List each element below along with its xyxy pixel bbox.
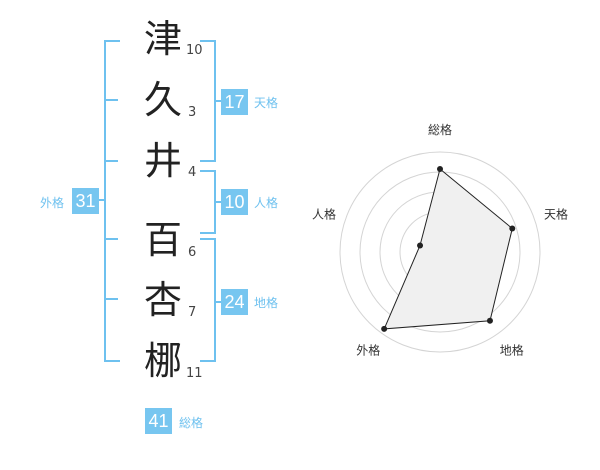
radar-axis-label-1: 総格 (428, 122, 452, 137)
tenkaku-value-badge: 17 (221, 89, 248, 115)
name-char-1: 津 (143, 17, 182, 61)
radar-axis-label-5: 人格 (312, 206, 336, 221)
tenkaku-label: 天格 (254, 96, 279, 110)
name-char-4: 百 (143, 218, 182, 262)
chikaku-value-badge: 24 (221, 289, 248, 315)
bracket-tick (106, 99, 118, 101)
name-char-6: 梛 (143, 339, 182, 383)
gaikaku-value-badge: 31 (72, 188, 99, 214)
gaikaku-bracket (104, 40, 120, 362)
radar-point-5 (417, 242, 424, 249)
bracket-connector (214, 201, 222, 203)
radar-point-3 (486, 317, 493, 324)
radar-ring (339, 151, 541, 353)
soukaku-label: 総格 (179, 416, 204, 430)
stroke-count-6: 11 (186, 366, 203, 381)
radar-axis-label-4: 外格 (356, 343, 380, 358)
radar-axis-label-2: 天格 (544, 206, 568, 221)
radar-axis-label-3: 地格 (500, 343, 524, 358)
stroke-count-5: 7 (188, 305, 197, 320)
stroke-count-4: 6 (188, 245, 197, 260)
radar-point-4 (381, 325, 388, 332)
jinkaku-value-badge: 10 (221, 189, 248, 215)
radar-point-1 (437, 166, 443, 172)
chikaku-label: 地格 (254, 296, 279, 310)
soukaku-value-badge: 41 (145, 408, 172, 434)
name-char-2: 久 (143, 78, 182, 122)
radar-area (383, 168, 513, 330)
name-char-3: 井 (143, 139, 182, 183)
bracket-tick (106, 238, 118, 240)
stroke-count-3: 4 (188, 165, 197, 180)
jinkaku-label: 人格 (254, 196, 279, 210)
radar-points (381, 166, 516, 332)
chikaku-bracket (200, 238, 216, 362)
bracket-connector (214, 301, 222, 303)
bracket-tick (106, 298, 118, 300)
name-char-5: 杏 (143, 278, 182, 322)
stroke-count-1: 10 (186, 43, 203, 58)
stroke-count-2: 3 (188, 105, 197, 120)
radar-point-2 (509, 225, 516, 232)
bracket-connector (214, 100, 222, 102)
bracket-tick (106, 160, 118, 162)
gaikaku-label: 外格 (40, 196, 65, 210)
